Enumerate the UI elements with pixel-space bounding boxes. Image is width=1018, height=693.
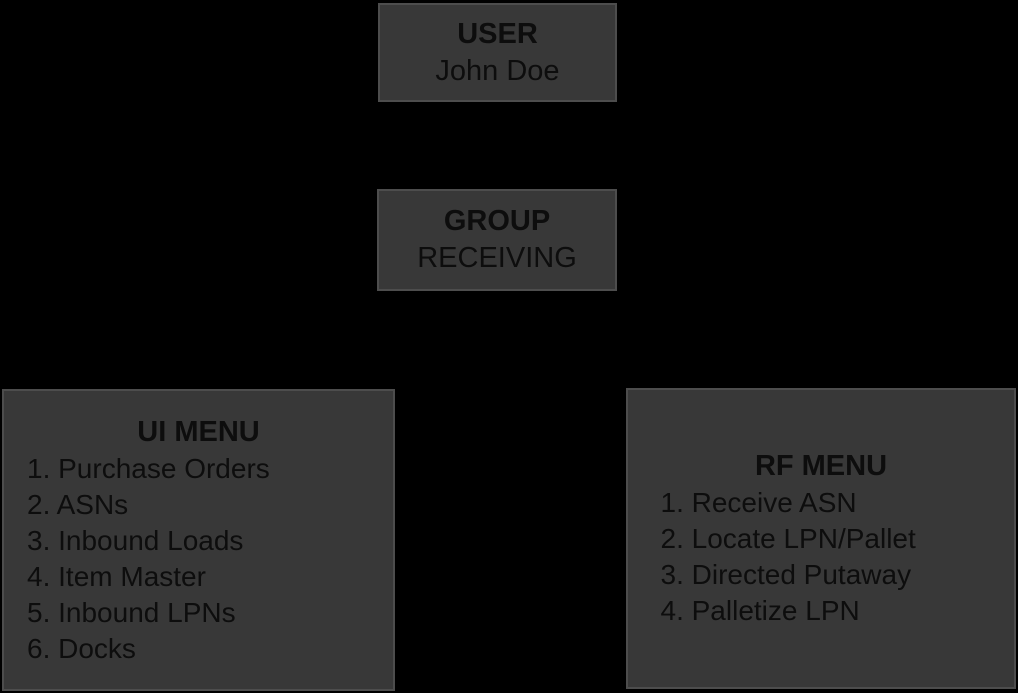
menu-item: 6. Docks [27,632,136,664]
user-node-title: USER [457,17,538,50]
menu-item: 1. Receive ASN [660,487,857,518]
menu-item: 3. Directed Putaway [660,559,912,590]
ui-menu-title: UI MENU [137,415,260,448]
ui-menu-list: 1. Purchase Orders 2. ASNs 3. Inbound Lo… [0,451,416,667]
rf-menu-node: RF MENU 1. Receive ASN 2. Locate LPN/Pal… [626,388,1016,689]
ui-menu-node: UI MENU 1. Purchase Orders 2. ASNs 3. In… [2,389,395,691]
menu-item: 4. Item Master [27,560,206,592]
group-node-value: RECEIVING [417,242,577,274]
menu-item: 3. Inbound Loads [27,524,244,556]
menu-item: 5. Inbound LPNs [27,596,236,628]
menu-item: 2. ASNs [27,488,129,520]
group-node-title: GROUP [443,205,551,237]
rf-menu-list: 1. Receive ASN 2. Locate LPN/Pallet 3. D… [596,485,1018,629]
user-node: USER John Doe [378,3,617,102]
user-node-value: John Doe [435,54,560,87]
menu-item: 2. Locate LPN/Pallet [660,523,916,554]
group-node: GROUP RECEIVING [377,189,617,291]
menu-item: 1. Purchase Orders [27,452,270,484]
menu-item: 4. Palletize LPN [660,595,860,626]
rf-menu-title: RF MENU [754,450,888,482]
